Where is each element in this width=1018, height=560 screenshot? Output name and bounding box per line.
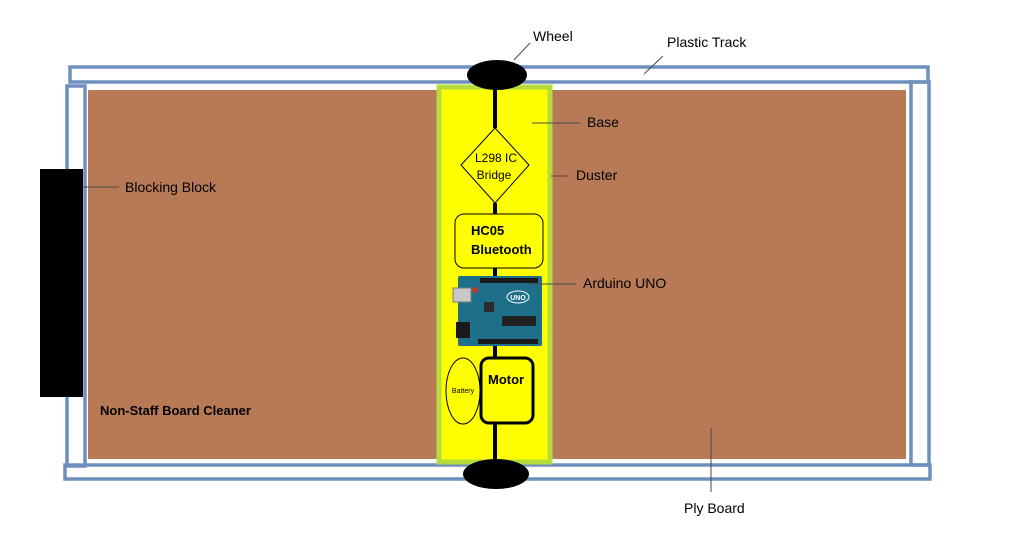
- right-rail: [911, 82, 929, 465]
- top-wheel: [467, 60, 527, 90]
- battery-label: Battery: [452, 388, 475, 395]
- arduino-usb-port: [453, 288, 471, 302]
- arduino-power-jack: [456, 322, 470, 338]
- hc05-label-line2: Bluetooth: [471, 242, 532, 257]
- ply-board-label: Ply Board: [684, 500, 745, 516]
- motor-box: [481, 358, 533, 423]
- arduino-chip: [502, 316, 536, 326]
- hc05-module: HC05 Bluetooth: [455, 214, 543, 268]
- wheel-leader: [514, 43, 530, 60]
- l298-label-line1: L298 IC: [475, 151, 517, 165]
- blocking-block: [40, 169, 83, 397]
- plastic-track-leader: [644, 56, 663, 74]
- board-title: Non-Staff Board Cleaner: [100, 403, 251, 418]
- arduino-logo-text: UNO: [510, 295, 526, 302]
- l298-label-line2: Bridge: [477, 168, 512, 182]
- hc05-label-line1: HC05: [471, 223, 504, 238]
- motor-label: Motor: [488, 372, 524, 387]
- arduino-board: UNO: [453, 276, 542, 346]
- plastic-track-label: Plastic Track: [667, 34, 747, 50]
- duster-label: Duster: [576, 167, 618, 183]
- wheel-label: Wheel: [533, 28, 573, 44]
- arduino-top-header: [480, 278, 538, 283]
- base-label: Base: [587, 114, 619, 130]
- bottom-wheel: [463, 459, 529, 489]
- arduino-uno-label: Arduino UNO: [583, 275, 666, 291]
- arduino-reset-button: [472, 287, 478, 293]
- battery: Battery: [446, 358, 480, 424]
- motor: Motor: [481, 358, 533, 423]
- blocking-block-label: Blocking Block: [125, 179, 217, 195]
- arduino-pcb: [458, 276, 542, 346]
- arduino-bottom-header: [478, 339, 538, 344]
- arduino-small-chip: [484, 302, 494, 312]
